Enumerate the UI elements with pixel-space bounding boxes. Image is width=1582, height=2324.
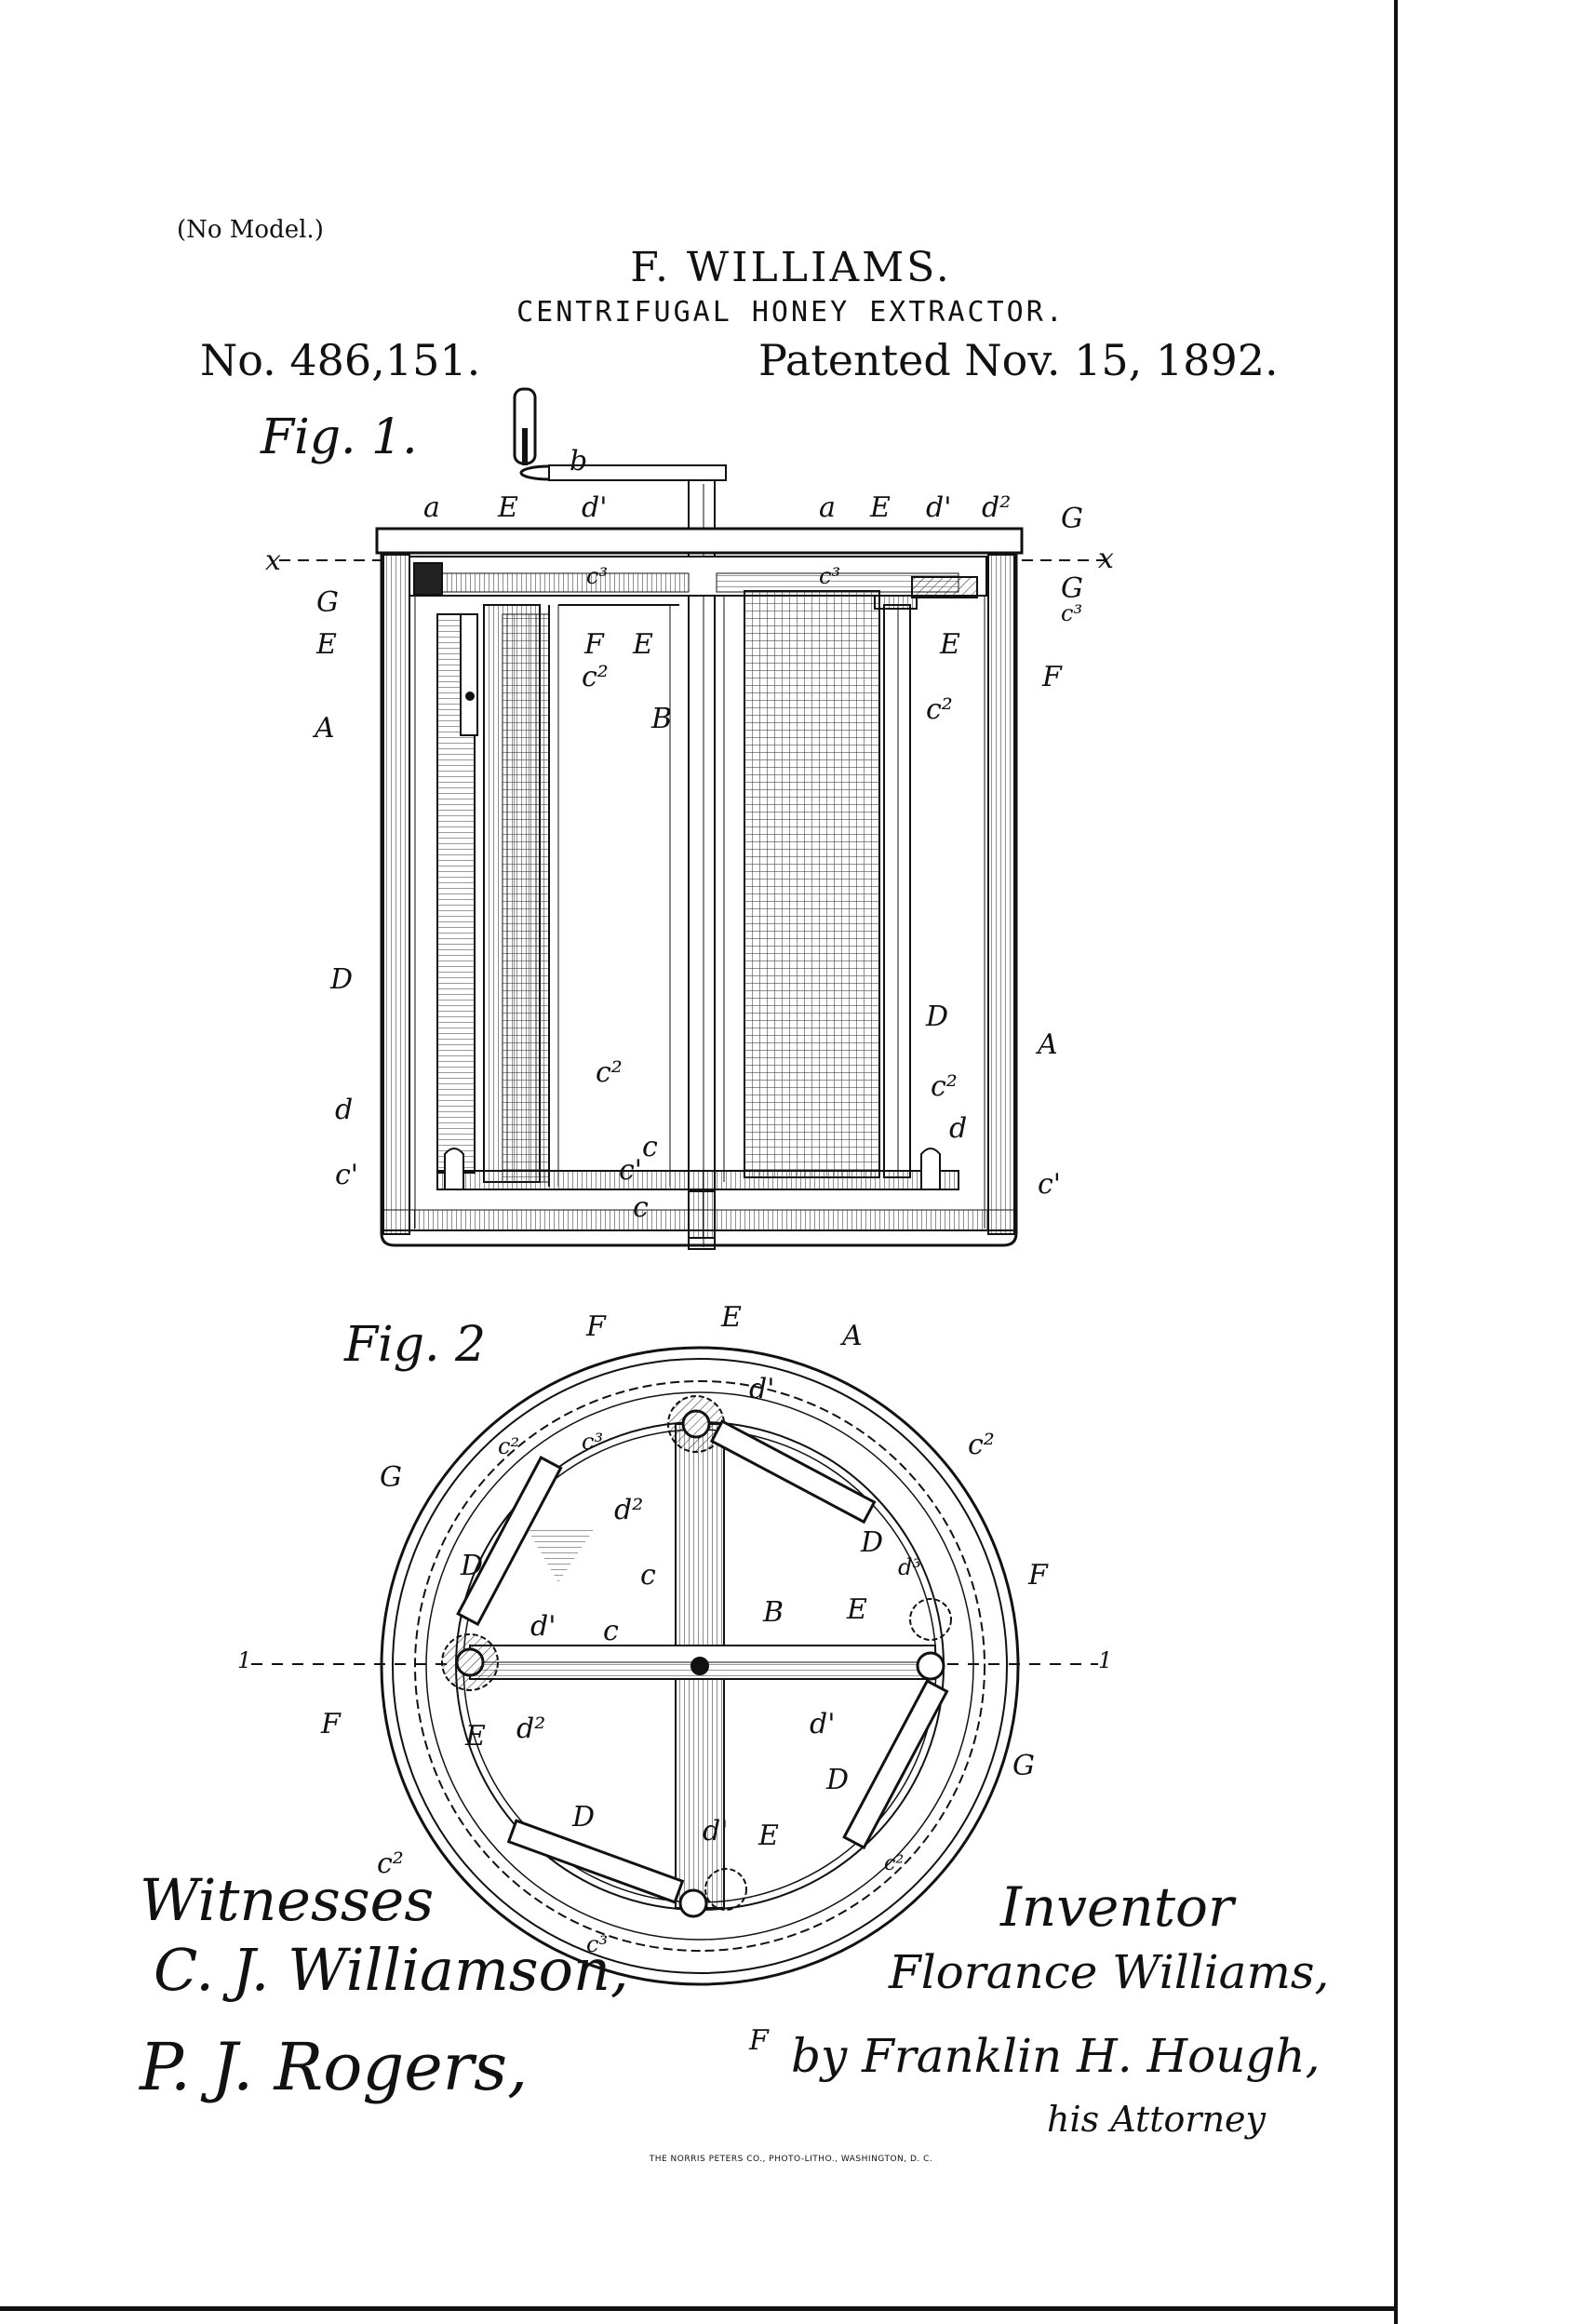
fig2-label-F-bottom: F bbox=[749, 2024, 769, 2057]
fig1-label-a-right: a bbox=[819, 491, 836, 524]
page-frame-bottom-edge bbox=[0, 2306, 1398, 2311]
inventor-heading: Inventor bbox=[1000, 1875, 1234, 1939]
fig1-label-F-mid: F bbox=[584, 628, 604, 661]
fig2-label-D-lower-left: D bbox=[572, 1801, 596, 1834]
witnesses-heading: Witnesses bbox=[140, 1866, 435, 1934]
invention-title: CENTRIFUGAL HONEY EXTRACTOR. bbox=[516, 296, 1066, 329]
patent-number: No. 486,151. bbox=[200, 335, 481, 385]
fig2-label-d1-bottom: d' bbox=[703, 1815, 729, 1847]
fig1-label-c2-lower-right: c² bbox=[931, 1070, 958, 1103]
fig2-label-F-top: F bbox=[586, 1310, 606, 1343]
page-frame-right-edge bbox=[1394, 0, 1398, 2324]
fig2-label-E-top: E bbox=[721, 1301, 742, 1334]
fig2-label-F-left: F bbox=[321, 1708, 341, 1740]
fig2-label-axis-right: 1 bbox=[1098, 1647, 1113, 1673]
fig1-label-E-left: E bbox=[316, 628, 337, 661]
fig1-label-c1-mid: c' bbox=[619, 1154, 643, 1187]
figure-2-caption: Fig. 2 bbox=[344, 1317, 487, 1373]
fig1-label-c1-right: c' bbox=[1038, 1168, 1062, 1201]
fig2-label-E-right: E bbox=[847, 1593, 867, 1626]
fig2-label-d2-left: d² bbox=[516, 1713, 546, 1745]
fig2-label-c3-top: c³ bbox=[582, 1429, 604, 1455]
fig1-label-G-top-right: G bbox=[1061, 503, 1083, 535]
fig2-label-d1-top: d' bbox=[749, 1373, 775, 1405]
fig2-label-axis-left: 1 bbox=[237, 1647, 252, 1673]
fig1-label-D-right: D bbox=[926, 1001, 949, 1033]
fig2-label-B: B bbox=[763, 1596, 784, 1629]
fig1-label-c-bottom: c bbox=[633, 1191, 649, 1224]
fig1-label-d2-top-right: d² bbox=[982, 491, 1012, 524]
no-model-note: (No Model.) bbox=[177, 216, 324, 244]
fig1-label-F-right: F bbox=[1042, 661, 1062, 693]
fig1-label-x-left: x bbox=[265, 544, 281, 577]
fig2-label-d1-left: d' bbox=[530, 1610, 556, 1643]
fig1-label-a-left: a bbox=[423, 491, 440, 524]
fig1-label-G-right: G bbox=[1061, 572, 1083, 605]
fig1-label-B: B bbox=[651, 703, 673, 735]
fig1-label-d-left: d bbox=[335, 1094, 354, 1126]
fig1-label-c3-left: c³ bbox=[586, 563, 609, 589]
fig1-label-c-mid: c bbox=[642, 1131, 658, 1163]
fig1-label-A-right: A bbox=[1038, 1028, 1058, 1061]
fig1-label-E-top-left: E bbox=[498, 491, 518, 524]
fig2-label-G-right: G bbox=[1012, 1750, 1035, 1782]
fig1-label-c2-lower-left: c² bbox=[596, 1056, 623, 1089]
fig1-label-A-left: A bbox=[315, 712, 335, 745]
fig2-label-D-upper-left: D bbox=[461, 1550, 484, 1582]
fig2-label-E-left: E bbox=[465, 1720, 486, 1753]
fig1-label-c1-left: c' bbox=[335, 1159, 359, 1191]
attorney-title: his Attorney bbox=[1047, 2099, 1266, 2140]
fig2-label-E-bottom: E bbox=[758, 1820, 779, 1852]
fig2-label-d2-top: d² bbox=[614, 1494, 644, 1526]
fig2-label-D-lower-right: D bbox=[826, 1764, 850, 1796]
fig2-label-F-right: F bbox=[1028, 1559, 1048, 1592]
fig2-label-d3: d³ bbox=[898, 1554, 921, 1580]
fig1-label-E-mid: E bbox=[633, 628, 653, 661]
fig2-label-A: A bbox=[842, 1320, 863, 1352]
fig2-label-G-left: G bbox=[380, 1461, 402, 1494]
fig1-label-c2-upper-right: c² bbox=[926, 693, 953, 726]
fig1-label-d-right: d bbox=[949, 1112, 968, 1145]
fig1-label-E-right: E bbox=[940, 628, 960, 661]
fig1-label-E-top-right: E bbox=[870, 491, 891, 524]
fig1-label-d1-top-right: d' bbox=[926, 491, 952, 524]
fig1-label-D-left: D bbox=[330, 963, 354, 996]
inventor-signature: Florance Williams, bbox=[889, 1945, 1330, 1999]
fig1-label-x-right: x bbox=[1098, 543, 1114, 575]
fig2-label-c-mid: c bbox=[640, 1559, 656, 1592]
fig1-label-G-left: G bbox=[316, 586, 339, 619]
fig2-label-c2-bottom-left: c² bbox=[377, 1847, 404, 1880]
fig2-label-c1: c bbox=[603, 1615, 619, 1647]
fig1-label-d1-top-left: d' bbox=[582, 491, 608, 524]
fig2-label-D-upper-right: D bbox=[861, 1526, 884, 1559]
fig2-label-c2-bottom-right: c² bbox=[884, 1852, 905, 1875]
printer-credit: THE NORRIS PETERS CO., PHOTO-LITHO., WAS… bbox=[649, 2155, 933, 2164]
fig1-label-c3-far-right: c³ bbox=[1061, 600, 1083, 626]
fig1-label-c3-right: c³ bbox=[819, 563, 841, 589]
attorney-signature: by Franklin H. Hough, bbox=[791, 2029, 1321, 2083]
fig2-label-d1-right: d' bbox=[810, 1708, 836, 1740]
fig1-label-c2-upper-left: c² bbox=[582, 661, 609, 693]
figure-1-caption: Fig. 1. bbox=[261, 410, 418, 465]
witness-2-signature: P. J. Rogers, bbox=[140, 2029, 529, 2105]
patent-date: Patented Nov. 15, 1892. bbox=[758, 335, 1279, 385]
inventor-name: F. WILLIAMS. bbox=[630, 244, 952, 291]
fig2-label-c2-top-left: c² bbox=[498, 1433, 520, 1459]
fig1-label-b: b bbox=[570, 445, 588, 477]
witness-1-signature: C. J. Williamson, bbox=[154, 1936, 629, 2004]
fig2-label-c3-bottom: c³ bbox=[586, 1931, 609, 1957]
fig2-label-c2-top-right: c² bbox=[968, 1429, 995, 1461]
